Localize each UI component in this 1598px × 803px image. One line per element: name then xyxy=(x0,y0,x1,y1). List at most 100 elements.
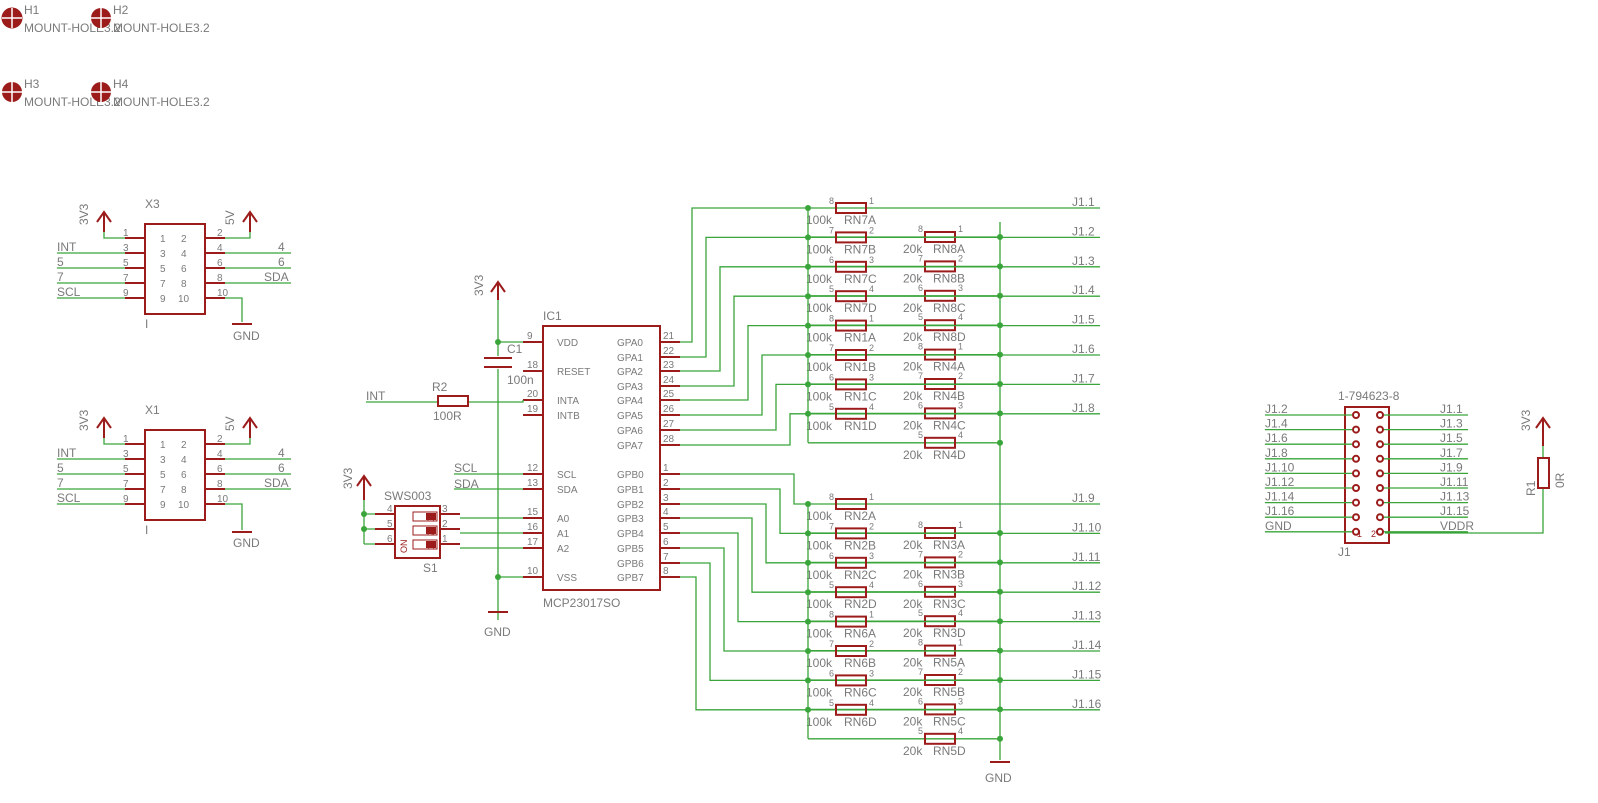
svg-text:1: 1 xyxy=(123,228,129,239)
svg-text:2: 2 xyxy=(958,253,963,263)
pullup-ref: RN7A xyxy=(844,213,876,227)
supply-3v3-label: 3V3 xyxy=(1519,409,1533,431)
resistor-a xyxy=(835,674,867,687)
pulldown-value: 20k xyxy=(903,360,923,374)
resistor-a xyxy=(835,231,867,244)
switch-s1: 3V3 SWS003 ON 3 2 1 S1 4 5 6 3 2 1 xyxy=(341,467,523,575)
resistor-b xyxy=(924,732,956,745)
supply-5v-label: 5V xyxy=(223,416,237,431)
resistor-a xyxy=(835,556,867,569)
ic-pin-name: RESET xyxy=(557,367,590,378)
ic-pin-name: SDA xyxy=(557,485,578,496)
header-net-right: J1.3 xyxy=(1440,417,1463,431)
ic-pin-name: GPA3 xyxy=(617,382,643,393)
svg-text:6: 6 xyxy=(829,372,834,382)
svg-text:7: 7 xyxy=(123,273,129,284)
pullup-ref: RN1C xyxy=(844,389,877,403)
pulldown-value: 20k xyxy=(903,626,923,640)
svg-text:2: 2 xyxy=(869,639,874,649)
net-label: J1.15 xyxy=(1072,667,1102,681)
ic-pin-number: 24 xyxy=(663,375,675,386)
ic-pin-name: GPA5 xyxy=(617,411,643,422)
pullup-ref: RN1B xyxy=(844,360,876,374)
net-label: SCL xyxy=(57,491,81,505)
pulldown-value: 20k xyxy=(903,418,923,432)
pulldown-value: 20k xyxy=(903,597,923,611)
ic-pin-name: GPA6 xyxy=(617,426,643,437)
connector-value: I xyxy=(145,523,148,537)
svg-text:4: 4 xyxy=(387,504,393,515)
svg-text:5: 5 xyxy=(387,519,393,530)
pulldown-ref: RN4C xyxy=(933,418,966,432)
header-net-left: J1.14 xyxy=(1265,490,1295,504)
pulldown-value: 20k xyxy=(903,389,923,403)
svg-text:1: 1 xyxy=(958,520,963,530)
svg-text:1: 1 xyxy=(958,224,963,234)
gnd-label: GND xyxy=(233,536,260,550)
net-label: INT xyxy=(57,446,77,460)
net-label: 7 xyxy=(57,270,64,284)
svg-text:9: 9 xyxy=(160,500,166,511)
header-net-right: J1.7 xyxy=(1440,446,1463,460)
ic-pin-number: 1 xyxy=(663,463,669,474)
pullup-value: 100k xyxy=(806,538,833,552)
svg-text:9: 9 xyxy=(123,288,129,299)
svg-text:5: 5 xyxy=(918,726,923,736)
supply-3v3-label: 3V3 xyxy=(341,467,355,489)
header-net-left: GND xyxy=(1265,519,1292,533)
pulldown-ref: RN4B xyxy=(933,389,965,403)
svg-text:8: 8 xyxy=(217,273,223,284)
svg-text:2: 2 xyxy=(1371,529,1376,539)
svg-text:3: 3 xyxy=(160,249,166,260)
header-net-right: J1.11 xyxy=(1440,475,1469,489)
pullup-value: 100k xyxy=(806,242,833,256)
pulldown-value: 20k xyxy=(903,685,923,699)
ic-pin-number: 28 xyxy=(663,434,675,445)
ic-pin-number: 6 xyxy=(663,537,669,548)
gnd-label: GND xyxy=(985,771,1012,785)
svg-text:4: 4 xyxy=(181,249,187,260)
svg-text:4: 4 xyxy=(869,580,874,590)
svg-text:3: 3 xyxy=(869,551,874,561)
switch-ref: S1 xyxy=(423,561,438,575)
ic-pin-number: 26 xyxy=(663,404,675,415)
svg-text:5: 5 xyxy=(829,698,834,708)
pullup-value: 100k xyxy=(806,213,833,227)
svg-text:1: 1 xyxy=(869,196,874,206)
connector-ref: X1 xyxy=(145,403,160,417)
ic-pin-name: A1 xyxy=(557,529,570,540)
svg-text:3: 3 xyxy=(958,696,963,706)
svg-text:6: 6 xyxy=(829,551,834,561)
svg-text:10: 10 xyxy=(217,494,229,505)
ic-pin-name: GPB6 xyxy=(617,559,644,570)
resistor-r1: 3V3 R1 0R xyxy=(1385,409,1567,534)
ic-pin-number: 16 xyxy=(527,522,539,533)
pullup-ref: RN6C xyxy=(844,685,877,699)
svg-text:2: 2 xyxy=(442,519,448,530)
ic-ref: IC1 xyxy=(543,309,562,323)
svg-text:6: 6 xyxy=(217,258,223,269)
header-net-left: J1.12 xyxy=(1265,475,1295,489)
svg-text:3: 3 xyxy=(123,243,129,254)
switch-value: SWS003 xyxy=(384,489,432,503)
svg-text:5: 5 xyxy=(123,464,129,475)
ic-pin-name: GPB1 xyxy=(617,485,644,496)
svg-text:7: 7 xyxy=(829,343,834,353)
ic-pin-number: 4 xyxy=(663,507,669,518)
ic1-power-wiring: 3V3 GND C1 100n INT R2 100R SCL SDA xyxy=(366,274,534,639)
pullup-ref: RN6D xyxy=(844,715,877,729)
svg-text:5: 5 xyxy=(829,402,834,412)
svg-text:7: 7 xyxy=(918,667,923,677)
ic-pin-number: 23 xyxy=(663,360,675,371)
pulldown-value: 20k xyxy=(903,656,923,670)
r2-ref: R2 xyxy=(432,380,448,394)
net-label: J1.6 xyxy=(1072,342,1095,356)
svg-text:2: 2 xyxy=(869,521,874,531)
